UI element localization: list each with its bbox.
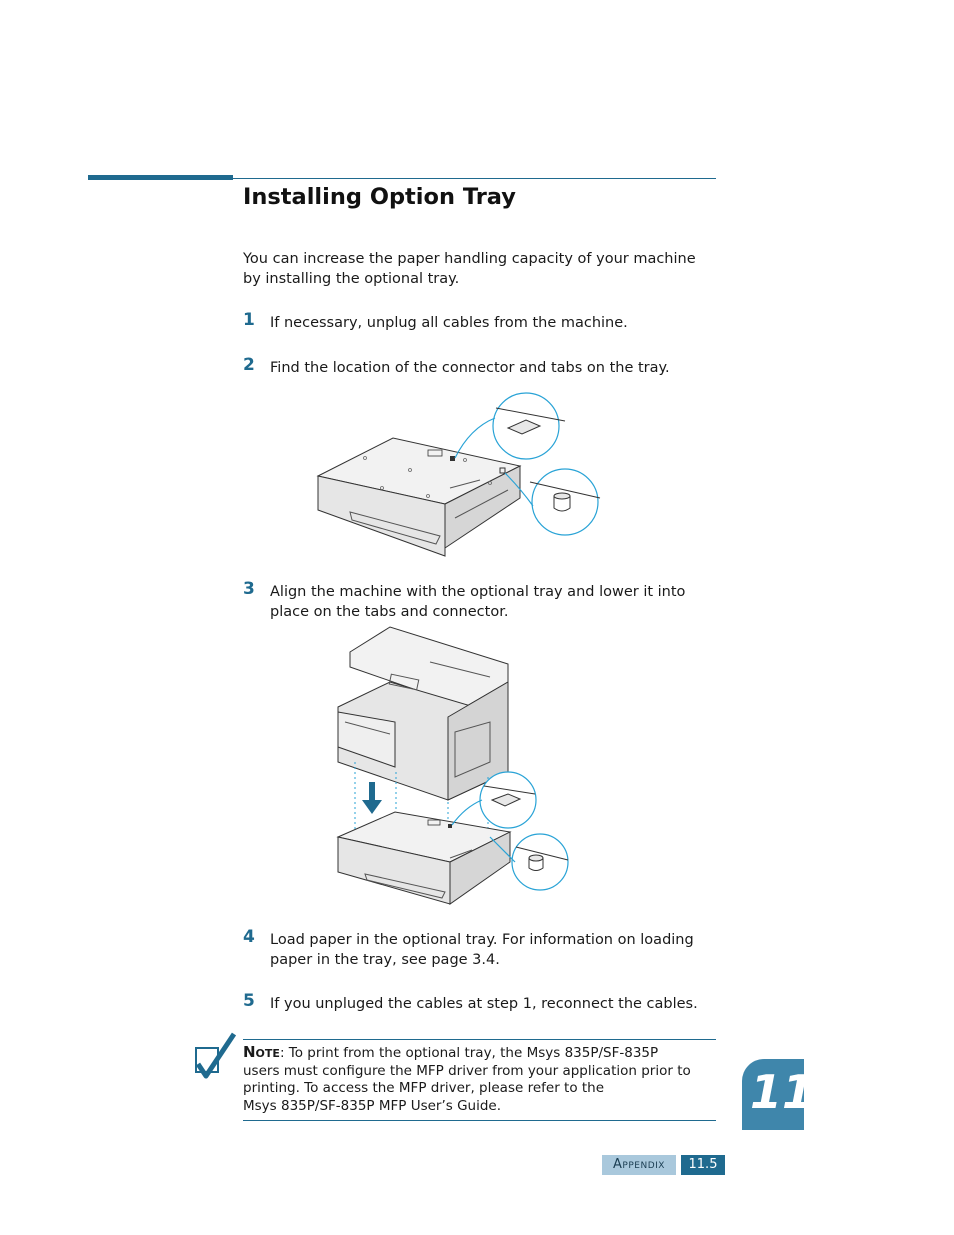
note-line: users must configure the MFP driver from… [243, 1062, 691, 1079]
step-number: 1 [243, 310, 255, 330]
heading-rule-thin [88, 178, 716, 179]
note-line: : To print from the optional tray, the M… [279, 1045, 659, 1061]
tray-illustration [316, 392, 601, 557]
note-checkmark-icon [195, 1032, 237, 1079]
page-title: Installing Option Tray [243, 184, 516, 210]
step-2: 2 Find the location of the connector and… [243, 355, 718, 378]
note-rule-top [243, 1039, 716, 1040]
step-text: Align the machine with the optional tray… [270, 584, 686, 620]
down-arrow-icon [362, 782, 382, 814]
step-number: 4 [243, 927, 255, 947]
chapter-number: 11 [750, 1065, 815, 1119]
heading-rule-thick [88, 175, 233, 180]
step-number: 2 [243, 355, 255, 375]
footer-page-number: 11.5 [681, 1155, 725, 1175]
step-text: Load paper in the optional tray. For inf… [270, 932, 694, 968]
chapter-tab: 11 [742, 1059, 814, 1130]
step-text: If you unpluged the cables at step 1, re… [270, 996, 698, 1012]
step-5: 5 If you unpluged the cables at step 1, … [243, 991, 718, 1014]
note-line: printing. To access the MFP driver, plea… [243, 1080, 605, 1096]
note-label: Note [243, 1043, 280, 1061]
machine-tray-illustration [336, 626, 569, 905]
note-line: Msys 835P/SF-835P MFP User’s Guide. [243, 1097, 502, 1114]
footer-section-label: Appendix [613, 1157, 665, 1172]
step-number: 3 [243, 579, 255, 599]
step-1: 1 If necessary, unplug all cables from t… [243, 310, 718, 333]
footer-section: Appendix [602, 1155, 676, 1175]
step-4: 4 Load paper in the optional tray. For i… [243, 927, 718, 970]
step-text: If necessary, unplug all cables from the… [270, 315, 628, 331]
intro-paragraph: You can increase the paper handling capa… [243, 251, 696, 287]
note-rule-bottom [243, 1120, 716, 1121]
step-number: 5 [243, 991, 255, 1011]
note-block: Note: To print from the optional tray, t… [243, 1043, 718, 1115]
step-3: 3 Align the machine with the optional tr… [243, 579, 718, 622]
step-text: Find the location of the connector and t… [270, 360, 670, 376]
